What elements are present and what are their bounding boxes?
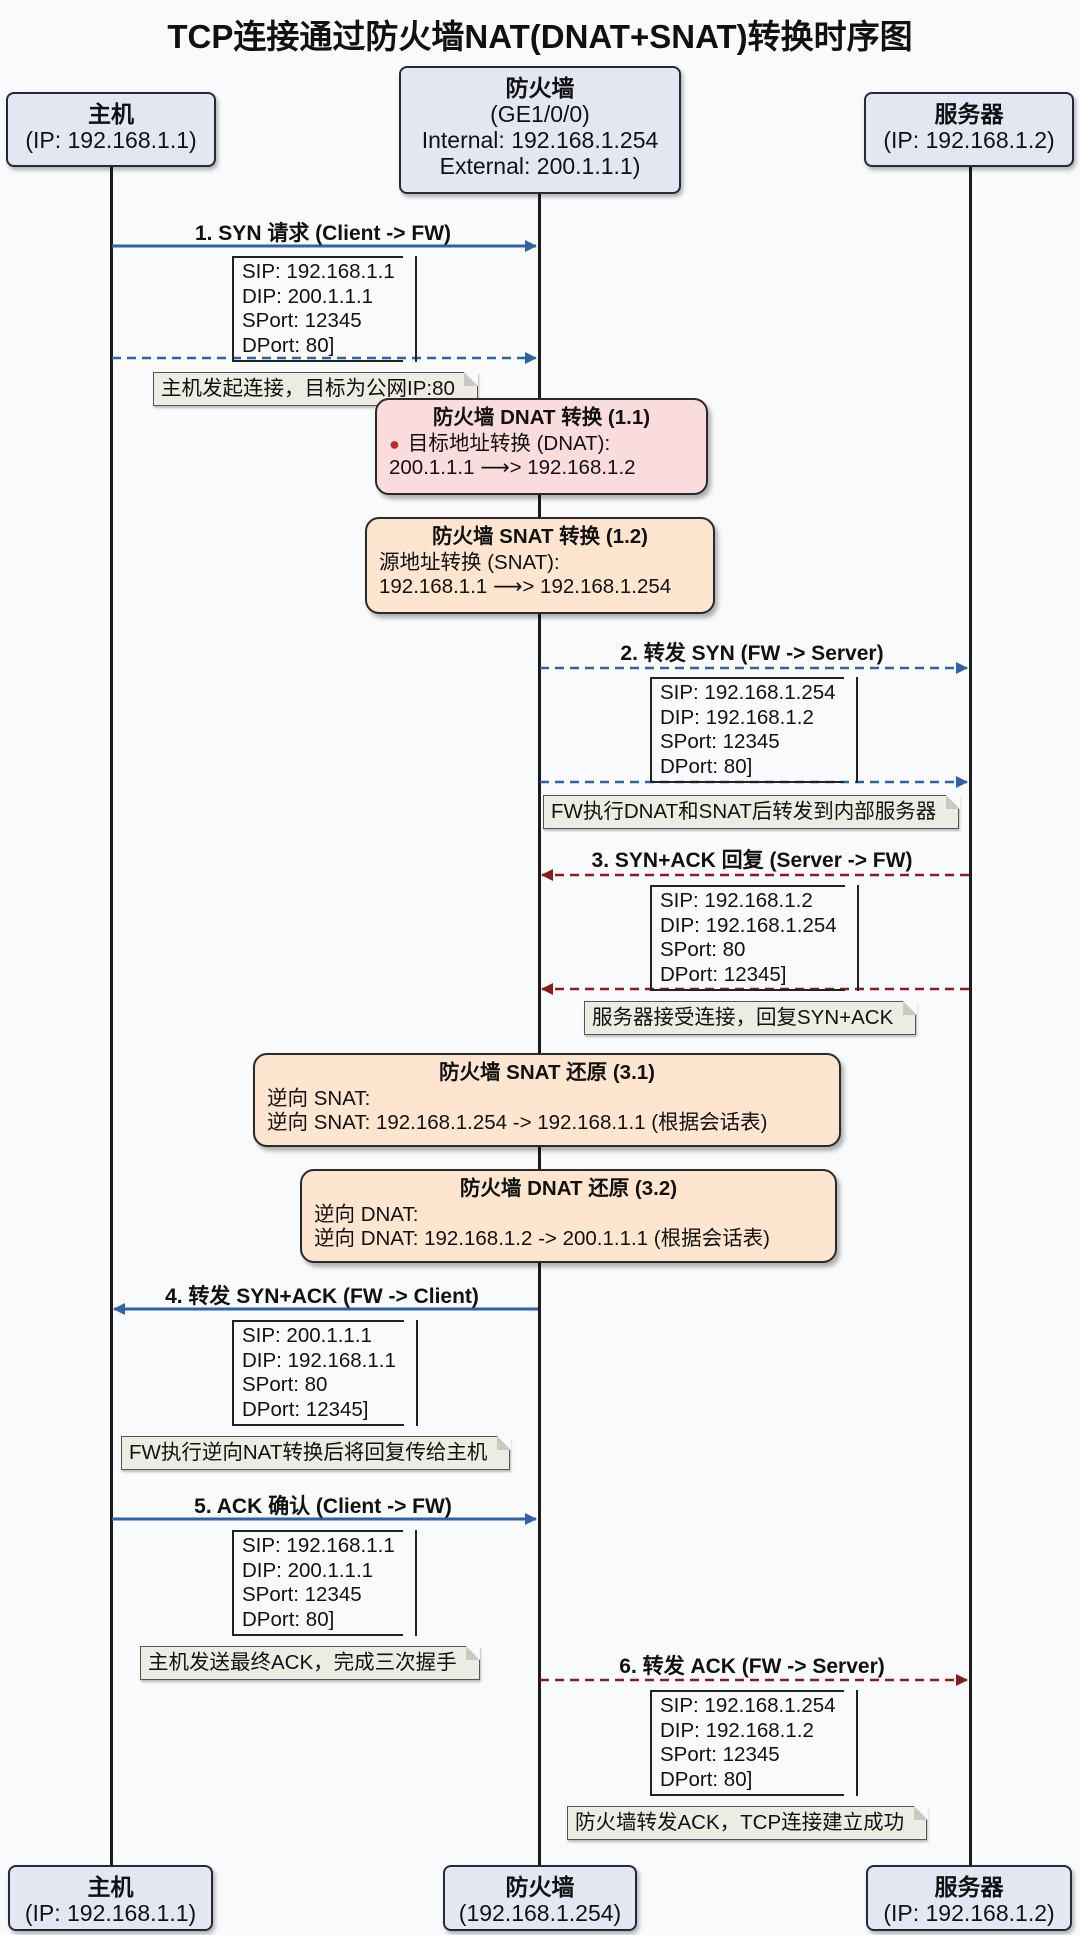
snat-restore-box: 防火墙 SNAT 还原 (3.1) 逆向 SNAT: 逆向 SNAT: 192.… — [253, 1053, 841, 1147]
snat-title: 防火墙 SNAT 转换 (1.2) — [431, 525, 649, 548]
msg4-dip: DIP: 192.168.1.1 — [242, 1348, 396, 1372]
msg3-note: 服务器接受连接，回复SYN+ACK — [584, 1000, 918, 1035]
msg2-sport: SPort: 12345 — [660, 730, 780, 753]
msg4-sport: SPort: 80 — [242, 1373, 328, 1396]
msg1-packet: SIP: 192.168.1.1 DIP: 200.1.1.1 SPort: 1… — [232, 256, 417, 362]
msg5-dport: DPort: 80] — [242, 1607, 335, 1631]
server-name-bottom: 服务器 — [934, 1874, 1004, 1900]
msg4-note: FW执行逆向NAT转换后将回复传给主机 — [121, 1435, 512, 1470]
firewall-internal: Internal: 192.168.1.254 — [421, 127, 659, 153]
dnat-restore-line1: 逆向 DNAT: — [314, 1203, 419, 1226]
msg5-packet: SIP: 192.168.1.1 DIP: 200.1.1.1 SPort: 1… — [232, 1530, 417, 1636]
dnat-restore-box: 防火墙 DNAT 还原 (3.2) 逆向 DNAT: 逆向 DNAT: 192.… — [300, 1169, 837, 1263]
snat-restore-title: 防火墙 SNAT 还原 (3.1) — [438, 1061, 656, 1084]
server-actor-top: 服务器 (IP: 192.168.1.2) — [864, 92, 1074, 167]
msg3-dport: DPort: 12345] — [660, 962, 787, 986]
msg5-dip: DIP: 200.1.1.1 — [242, 1558, 374, 1582]
server-actor-bottom: 服务器 (IP: 192.168.1.2) — [866, 1865, 1072, 1931]
msg4-sip: SIP: 200.1.1.1 — [242, 1324, 372, 1347]
msg6-label: 6. 转发 ACK (FW -> Server) — [619, 1655, 885, 1678]
msg1-dip: DIP: 200.1.1.1 — [242, 284, 374, 308]
firewall-actor-bottom: 防火墙 (192.168.1.254) — [443, 1865, 637, 1931]
msg5-sport: SPort: 12345 — [242, 1583, 362, 1606]
msg2-dip: DIP: 192.168.1.2 — [660, 705, 814, 729]
msg6-dip: DIP: 192.168.1.2 — [660, 1718, 814, 1742]
host-ip-bottom: (IP: 192.168.1.1) — [24, 1900, 197, 1926]
server-ip: (IP: 192.168.1.2) — [883, 127, 1055, 153]
msg4-packet: SIP: 200.1.1.1 DIP: 192.168.1.1 SPort: 8… — [232, 1320, 418, 1426]
msg5-sip: SIP: 192.168.1.1 — [242, 1534, 395, 1557]
msg2-packet: SIP: 192.168.1.254 DIP: 192.168.1.2 SPor… — [650, 677, 858, 783]
firewall-ip-bottom: (192.168.1.254) — [458, 1900, 622, 1926]
msg3-sip: SIP: 192.168.1.2 — [660, 889, 813, 912]
msg2-label: 2. 转发 SYN (FW -> Server) — [620, 642, 884, 665]
bullet-icon: ● — [389, 434, 400, 454]
msg1-note: 主机发起连接，目标为公网IP:80 — [153, 371, 479, 406]
host-lifeline — [110, 135, 113, 1865]
msg4-dport: DPort: 12345] — [242, 1397, 369, 1421]
msg6-note: 防火墙转发ACK，TCP连接建立成功 — [567, 1805, 928, 1840]
msg6-sip: SIP: 192.168.1.254 — [660, 1694, 836, 1717]
msg3-label: 3. SYN+ACK 回复 (Server -> FW) — [591, 849, 913, 872]
msg1-sip: SIP: 192.168.1.1 — [242, 260, 395, 283]
msg4-label: 4. 转发 SYN+ACK (FW -> Client) — [165, 1285, 479, 1308]
host-actor-bottom: 主机 (IP: 192.168.1.1) — [8, 1865, 213, 1931]
host-name: 主机 — [88, 101, 134, 127]
dnat-title: 防火墙 DNAT 转换 (1.1) — [432, 406, 651, 429]
msg2-dport: DPort: 80] — [660, 754, 753, 778]
msg3-packet: SIP: 192.168.1.2 DIP: 192.168.1.254 SPor… — [650, 885, 859, 991]
firewall-lifeline — [538, 158, 541, 1865]
firewall-name: 防火墙 — [505, 75, 575, 101]
dnat-process-box: 防火墙 DNAT 转换 (1.1) ● 目标地址转换 (DNAT): 200.1.… — [375, 398, 708, 495]
dnat-restore-line2: 逆向 DNAT: 192.168.1.2 -> 200.1.1.1 (根据会话表… — [314, 1227, 770, 1250]
dnat-restore-title: 防火墙 DNAT 还原 (3.2) — [459, 1177, 678, 1200]
snat-line2: 192.168.1.1 ⟶> 192.168.1.254 — [379, 575, 672, 598]
msg2-sip: SIP: 192.168.1.254 — [660, 681, 836, 704]
msg1-sport: SPort: 12345 — [242, 309, 362, 332]
msg1-label: 1. SYN 请求 (Client -> FW) — [194, 222, 452, 245]
msg6-dport: DPort: 80] — [660, 1767, 753, 1791]
server-name: 服务器 — [934, 101, 1004, 127]
host-ip: (IP: 192.168.1.1) — [25, 127, 197, 153]
host-actor-top: 主机 (IP: 192.168.1.1) — [6, 92, 216, 167]
firewall-external: External: 200.1.1.1) — [439, 153, 641, 179]
snat-restore-line2: 逆向 SNAT: 192.168.1.254 -> 192.168.1.1 (根… — [267, 1111, 768, 1134]
msg6-sport: SPort: 12345 — [660, 1743, 780, 1766]
dnat-line1: 目标地址转换 (DNAT): — [407, 432, 611, 455]
server-lifeline — [969, 135, 972, 1865]
server-ip-bottom: (IP: 192.168.1.2) — [883, 1900, 1055, 1926]
msg5-label: 5. ACK 确认 (Client -> FW) — [194, 1495, 452, 1518]
firewall-name-bottom: 防火墙 — [505, 1874, 575, 1900]
msg1-dport: DPort: 80] — [242, 333, 335, 357]
dnat-line2: 200.1.1.1 ⟶> 192.168.1.2 — [389, 456, 636, 479]
msg3-sport: SPort: 80 — [660, 938, 746, 961]
msg5-note: 主机发送最终ACK，完成三次握手 — [140, 1645, 480, 1680]
msg6-packet: SIP: 192.168.1.254 DIP: 192.168.1.2 SPor… — [650, 1690, 858, 1796]
firewall-iface: (GE1/0/0) — [490, 101, 590, 127]
firewall-actor-top: 防火墙 (GE1/0/0) Internal: 192.168.1.254 Ex… — [399, 66, 681, 194]
snat-line1: 源地址转换 (SNAT): — [379, 551, 560, 574]
diagram-title: TCP连接通过防火墙NAT(DNAT+SNAT)转换时序图 — [167, 18, 913, 55]
host-name-bottom: 主机 — [87, 1874, 134, 1900]
msg3-dip: DIP: 192.168.1.254 — [660, 913, 837, 937]
snat-process-box: 防火墙 SNAT 转换 (1.2) 源地址转换 (SNAT): 192.168.… — [365, 517, 715, 614]
msg2-note: FW执行DNAT和SNAT后转发到内部服务器 — [543, 794, 961, 829]
snat-restore-line1: 逆向 SNAT: — [267, 1087, 371, 1110]
